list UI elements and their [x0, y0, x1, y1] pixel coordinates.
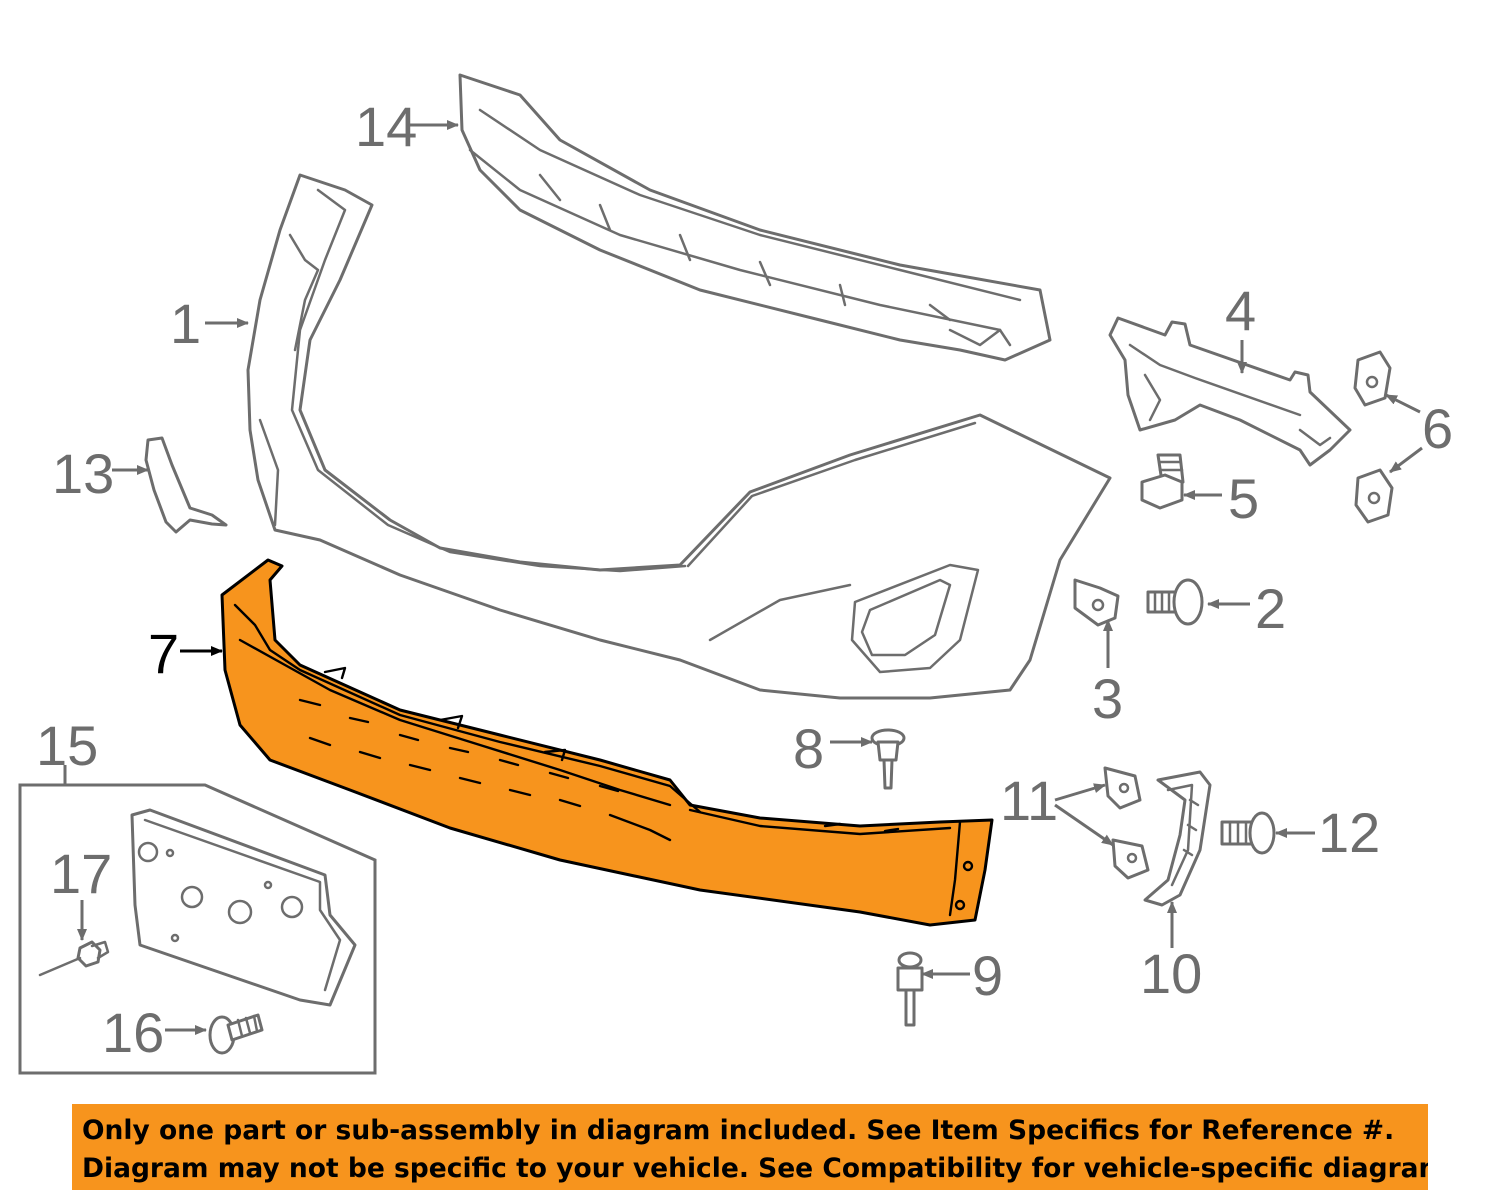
bolt-8: [870, 728, 906, 790]
bolt-5: [1140, 453, 1185, 510]
callout-13: 13: [52, 442, 114, 505]
callout-15: 15: [36, 714, 98, 777]
bumper-cover: [246, 173, 1112, 700]
clip-6a: [1353, 350, 1392, 407]
callout-11: 11: [1000, 769, 1058, 832]
trim-cover: [144, 436, 228, 534]
bolt-9: [896, 951, 924, 1027]
lower-bumper-cover: [220, 558, 994, 927]
clip-3: [1073, 578, 1120, 627]
callout-9: 9: [972, 944, 1003, 1007]
leader-arrows: [77, 120, 1423, 1035]
callout-17: 17: [50, 842, 112, 905]
license-plate-bracket-group: [18, 765, 377, 1075]
clip-11b: [1111, 838, 1150, 880]
callout-10: 10: [1140, 942, 1202, 1005]
bolt-16: [208, 1013, 264, 1055]
callout-12: 12: [1318, 801, 1380, 864]
callout-4: 4: [1225, 279, 1256, 342]
upper-energy-absorber: [458, 73, 1052, 362]
callout-3: 3: [1092, 667, 1123, 730]
callout-2: 2: [1255, 577, 1286, 640]
callout-7: 7: [148, 622, 179, 685]
disclaimer-banner: Only one part or sub-assembly in diagram…: [72, 1104, 1428, 1190]
callout-6: 6: [1422, 397, 1453, 460]
callout-16: 16: [102, 1001, 164, 1064]
clip-11a: [1103, 766, 1142, 810]
bracket-4: [1108, 316, 1352, 467]
disclaimer-line-1: Only one part or sub-assembly in diagram…: [82, 1115, 1395, 1146]
push-pin-12: [1220, 811, 1276, 855]
disclaimer-line-2: Diagram may not be specific to your vehi…: [82, 1153, 1428, 1184]
bracket-10: [1143, 770, 1212, 907]
callout-14: 14: [355, 95, 417, 158]
callout-5: 5: [1228, 467, 1259, 530]
callout-8: 8: [793, 717, 824, 780]
push-pin-2: [1146, 578, 1204, 626]
callout-1: 1: [170, 292, 201, 355]
callout-labels: 14 1 4 6 13 5 2 7 3 15 8 11 12 17 10 9 1…: [36, 95, 1453, 1064]
clip-6b: [1354, 468, 1394, 524]
rivet-17: [38, 940, 110, 977]
